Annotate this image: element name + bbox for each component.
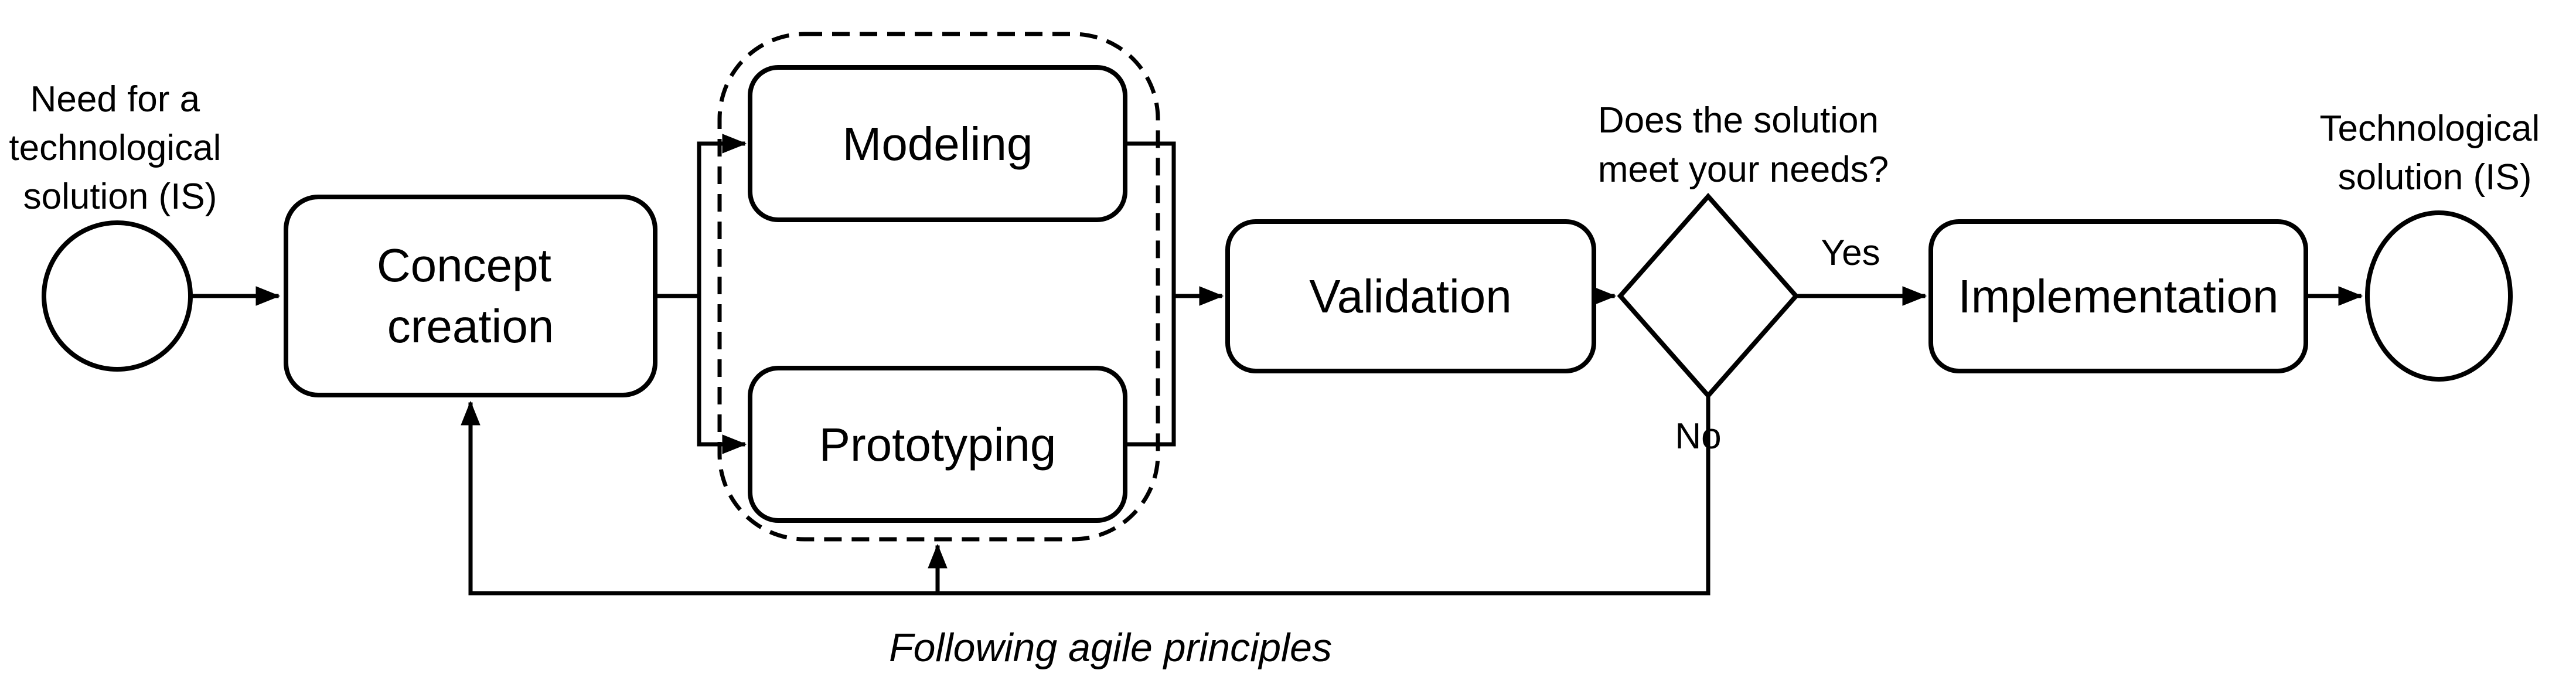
concept-creation-line: Concept xyxy=(377,239,551,291)
start-label-line: solution (IS) xyxy=(23,176,217,217)
modeling-label: Modeling xyxy=(843,118,1033,170)
concept-creation-box xyxy=(284,195,657,397)
end-event-circle xyxy=(2365,210,2513,382)
agile-iteration-container xyxy=(717,32,1160,542)
validation-label: Validation xyxy=(1309,270,1511,322)
end-label-line: Technological xyxy=(2320,108,2540,149)
end-label: Technological solution (IS) xyxy=(2320,108,2550,198)
decision-question-line: meet your needs? xyxy=(1598,149,1889,190)
start-event-circle xyxy=(42,220,193,372)
end-label-line: solution (IS) xyxy=(2338,157,2532,198)
implementation-label: Implementation xyxy=(1958,270,2279,322)
start-label-line: technological xyxy=(9,128,221,168)
prototyping-label: Prototyping xyxy=(819,419,1057,471)
no-label: No xyxy=(1675,416,1721,457)
concept-creation-line: creation xyxy=(387,300,554,352)
agile-caption: Following agile principles xyxy=(889,625,1332,670)
decision-diamond xyxy=(1617,192,1800,400)
concept-creation-label: Concept creation xyxy=(377,239,564,352)
feedback-loop-to-concept xyxy=(461,393,1710,596)
yes-label: Yes xyxy=(1821,233,1880,273)
decision-question-line: Does the solution xyxy=(1598,100,1879,141)
start-label-line: Need for a xyxy=(30,79,200,120)
start-label: Need for a technological solution (IS) xyxy=(9,79,231,217)
decision-question-label: Does the solution meet your needs? xyxy=(1598,100,1889,190)
